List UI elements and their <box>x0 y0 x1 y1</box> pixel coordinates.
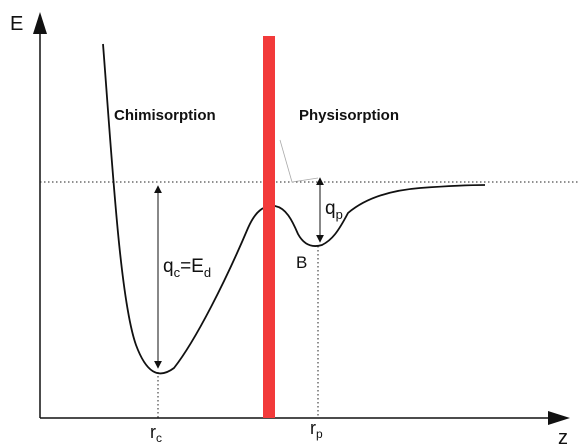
potential-energy-curve <box>102 43 486 375</box>
x-axis-label: z <box>558 427 568 445</box>
qp-label: qp <box>325 198 343 222</box>
surface-barrier <box>263 36 275 418</box>
barrier-guide-line <box>279 139 319 183</box>
x-axis-arrowhead <box>548 411 570 425</box>
rc-label: rc <box>150 422 162 445</box>
rp-label: rp <box>310 418 323 441</box>
physisorption-label: Physisorption <box>299 107 399 124</box>
y-axis-arrowhead <box>33 12 47 34</box>
chimisorption-label: Chimisorption <box>114 107 216 124</box>
y-axis-label: E <box>10 13 23 35</box>
point-b-label: B <box>296 253 307 272</box>
qc-ed-label: qc=Ed <box>163 256 211 280</box>
